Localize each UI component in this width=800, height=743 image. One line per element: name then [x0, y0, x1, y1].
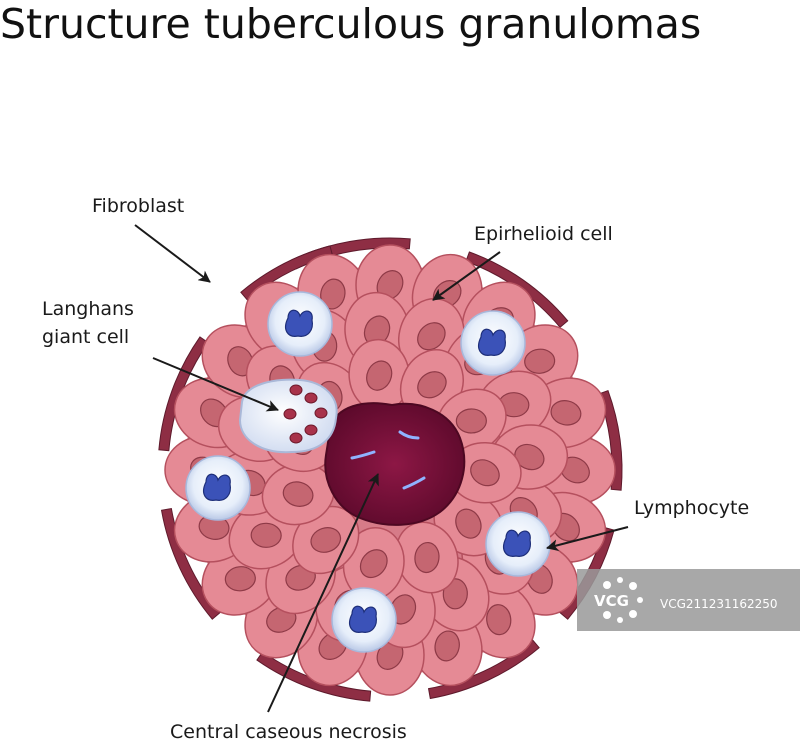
label-central-necrosis: Central caseous necrosis	[170, 721, 407, 743]
epithelioid-cell	[348, 338, 411, 413]
epithelioid-cell	[342, 527, 405, 601]
lymphocytes	[185, 291, 551, 653]
watermark-logo-icon	[603, 577, 643, 623]
label-langhans-line1: Langhans	[42, 298, 134, 320]
watermark: VCG VCG211231162250	[577, 569, 800, 631]
label-langhans-line2: giant cell	[42, 326, 129, 348]
lymphocyte-cell	[485, 511, 551, 577]
epithelioid-cell	[395, 521, 459, 594]
central-necrosis	[324, 402, 466, 526]
label-fibroblast: Fibroblast	[92, 195, 184, 217]
lymphocyte-cell	[331, 587, 397, 653]
lymphocyte-cell	[185, 455, 251, 521]
label-pointers	[134, 224, 629, 713]
label-lymphocyte: Lymphocyte	[634, 497, 749, 519]
lymphocyte-cell	[460, 310, 526, 376]
diagram-title: Structure tuberculous granulomas	[0, 0, 701, 48]
langhans-giant-cell	[238, 378, 338, 454]
lymphocyte-cell	[267, 291, 333, 357]
watermark-id: VCG211231162250	[660, 597, 778, 611]
label-epithelioid-cell: Epirhelioid cell	[474, 223, 613, 245]
watermark-logo-text: VCG	[594, 592, 629, 610]
